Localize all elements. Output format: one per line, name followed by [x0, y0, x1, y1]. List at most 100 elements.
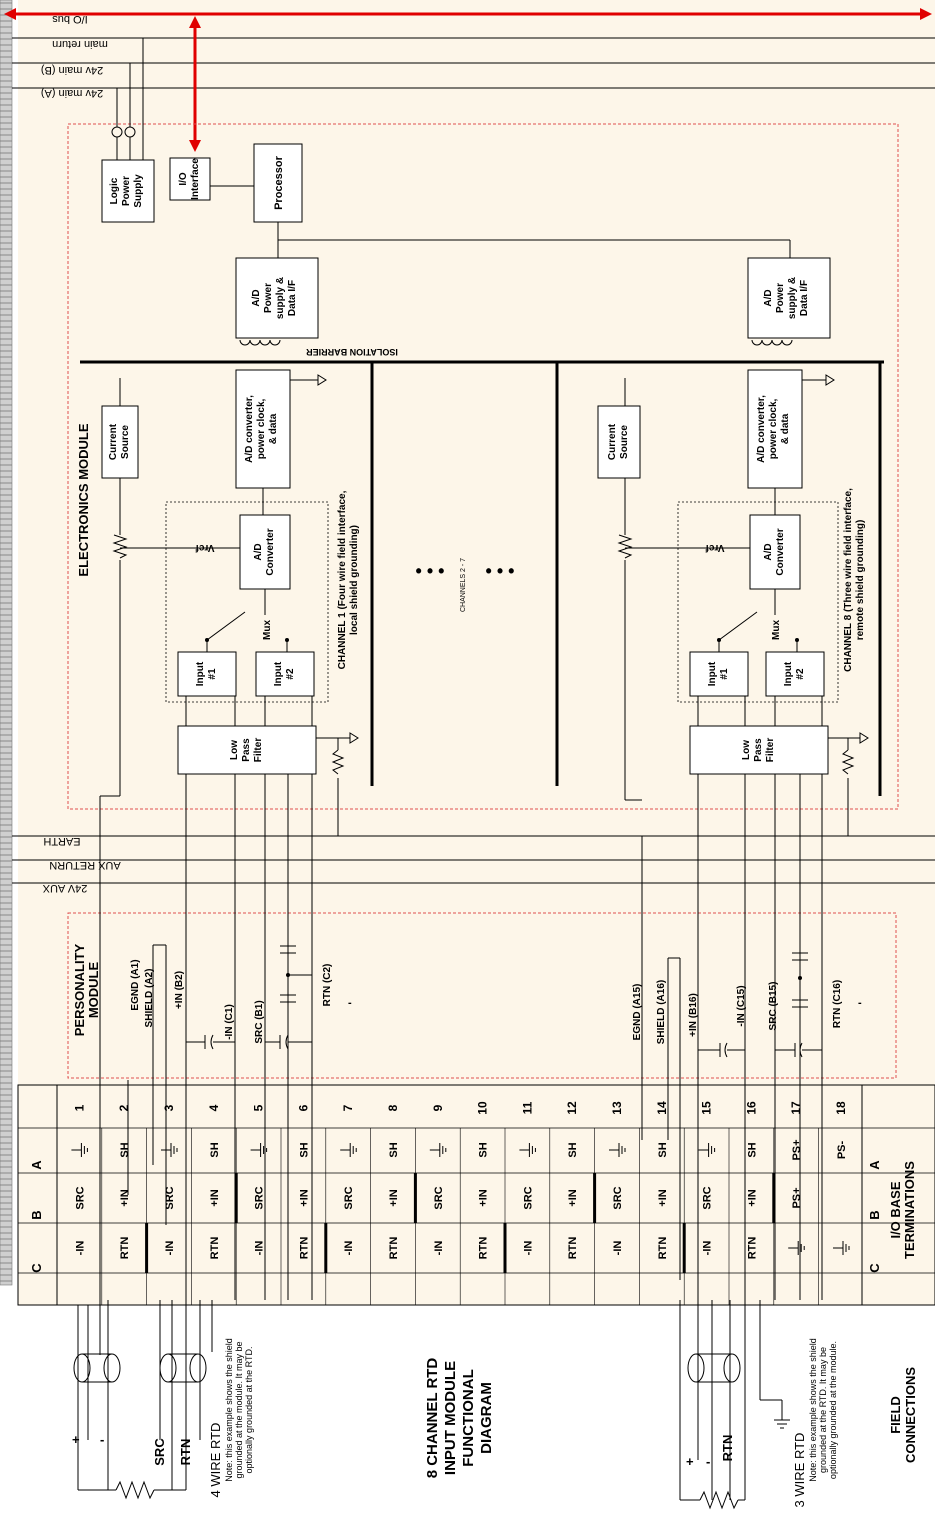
terminal-number: 14: [655, 1101, 669, 1115]
rtd3-plus: +: [686, 1454, 694, 1469]
terminal-a-16: SH: [746, 1142, 758, 1157]
ground-icon: [788, 1241, 805, 1255]
lpf8-l2: Pass: [753, 738, 764, 762]
terminal-b-10: +IN: [478, 1189, 490, 1206]
io-base-title-l1: I/O BASE: [888, 1181, 903, 1238]
lpf1-l3: Filter: [253, 738, 264, 763]
channel8-wiring: [617, 378, 869, 836]
terminal-a-2: SH: [119, 1142, 131, 1157]
terminal-a-10: SH: [478, 1142, 490, 1157]
ad-ps8-l3: supply &: [787, 277, 798, 319]
diagram-title-l4: DIAGRAM: [478, 1382, 495, 1454]
diagram-title-l3: FUNCTIONAL: [460, 1369, 477, 1467]
terminal-a-4: SH: [209, 1142, 221, 1157]
pm-ch8-dash: -: [858, 997, 862, 1009]
terminal-c-12: RTN: [567, 1237, 579, 1260]
pm-ch8-shield: SHIELD (A16): [656, 980, 667, 1044]
terminal-c-9: -IN: [433, 1241, 445, 1256]
adc-pc8-l1: A/D converter,: [756, 395, 767, 463]
terminal-b-5: SRC: [254, 1186, 266, 1209]
adconv8-l2: Converter: [775, 528, 786, 575]
pm-ch1-src: SRC (B1): [254, 1000, 265, 1043]
pm-ch8-plus-in: +IN (B16): [688, 993, 699, 1037]
ground-icon: [833, 1241, 850, 1255]
terminal-number: 3: [162, 1104, 176, 1111]
channels-dots-1: • • •: [416, 561, 445, 581]
terminal-c-7: -IN: [343, 1241, 355, 1256]
terminal-b-15: SRC: [702, 1186, 714, 1209]
middle-bus-lines: [12, 835, 935, 884]
ad-ps1-l2: Power: [263, 283, 274, 313]
terminal-row-letter-left: A: [29, 1160, 44, 1170]
rtd4-rtn: RTN: [178, 1439, 193, 1466]
processor-label: Processor: [273, 155, 285, 210]
terminal-a-12: SH: [567, 1142, 579, 1157]
terminal-c-4: RTN: [209, 1237, 221, 1260]
channel1-label-l2: local shield grounding): [349, 525, 360, 635]
ch8-signal-wires: [625, 774, 823, 1300]
input1-ch8: [689, 651, 749, 697]
channel1-label-l1: CHANNEL 1 (Four wire field interface,: [337, 490, 348, 669]
rtd3-minus: -: [706, 1454, 710, 1469]
in2-ch1-l1: Input: [273, 661, 284, 686]
isolation-barrier-label: ISOLATION BARRIER: [306, 347, 398, 357]
terminal-c-16: RTN: [746, 1237, 758, 1260]
logic-ps-l1: Logic: [109, 177, 120, 204]
terminal-row-letter-right: C: [867, 1263, 882, 1273]
mux-label-ch1: Mux: [262, 620, 273, 640]
terminal-b-9: SRC: [433, 1186, 445, 1209]
pm-ch1-dash: -: [348, 997, 352, 1009]
logic-ps-l2: Power: [121, 176, 132, 206]
terminal-b-14: +IN: [657, 1189, 669, 1206]
ad-ps1-l1: A/D: [251, 289, 262, 306]
terminal-number: 5: [252, 1104, 266, 1111]
terminal-number: 15: [700, 1101, 714, 1115]
terminal-a-8: SH: [388, 1142, 400, 1157]
terminal-number: 11: [520, 1101, 534, 1114]
cs1-l1: Current: [108, 423, 119, 460]
top-bus-lines: [12, 37, 935, 89]
terminal-row-letter-right: A: [867, 1160, 882, 1170]
terminal-c-5: -IN: [254, 1241, 266, 1256]
adc-pc1-l2: power clock,: [256, 398, 267, 459]
rtd4-src: SRC: [152, 1438, 167, 1466]
field-connections-l1: FIELD: [888, 1396, 903, 1434]
pm-ch1-egnd: EGND (A1): [130, 959, 141, 1010]
main-24v-a-label: 24v main (A): [41, 87, 103, 99]
terminal-number: 7: [341, 1104, 355, 1111]
rtd4-note-l1: Note: this example shows the shield: [224, 1338, 234, 1482]
ground-icon: [698, 1143, 716, 1157]
terminal-frame: [17, 1084, 935, 1306]
terminal-c-8: RTN: [388, 1237, 400, 1260]
ground-icon: [429, 1143, 447, 1157]
channels-dots-2: • • •: [486, 561, 515, 581]
rtd3-note-l3: optionally grounded at the module.: [828, 1341, 838, 1479]
terminal-c-13: -IN: [612, 1241, 624, 1256]
adconv8-l1: A/D: [763, 543, 774, 560]
lpf8-l1: Low: [741, 740, 752, 760]
logic-ps-l3: Supply: [133, 174, 144, 208]
adc-pc8-l2: power clock,: [768, 398, 779, 459]
rtd3-note-l1: Note: this example shows the shield: [808, 1338, 818, 1482]
terminal-c-10: RTN: [478, 1237, 490, 1260]
pm-ch1-plus-in: +IN (B2): [174, 971, 185, 1009]
terminal-row-letter-left: C: [29, 1263, 44, 1273]
terminal-number: 16: [744, 1101, 758, 1115]
pm-ch1-shield: SHIELD (A2): [144, 969, 155, 1028]
ad-ps8-l2: Power: [775, 283, 786, 313]
cs8-l1: Current: [607, 423, 618, 460]
mux-label-ch8: Mux: [771, 620, 782, 640]
personality-module-boundary: [67, 912, 897, 1079]
ad-power-supply-ch8: [747, 257, 831, 339]
rtd4-title: 4 WIRE RTD: [208, 1423, 223, 1498]
field-connections-l2: CONNECTIONS: [903, 1367, 918, 1463]
terminal-number: 8: [386, 1104, 400, 1111]
ground-icon: [340, 1143, 357, 1157]
rtd3-title: 3 WIRE RTD: [792, 1433, 807, 1508]
rtd3-note-l2: grounded at the RTD. It may be: [818, 1347, 828, 1473]
ch1-signal-wires: [99, 774, 313, 1300]
terminal-c-14: RTN: [657, 1237, 669, 1260]
adconv1-l2: Converter: [265, 528, 276, 575]
terminal-b-4: +IN: [209, 1189, 221, 1206]
